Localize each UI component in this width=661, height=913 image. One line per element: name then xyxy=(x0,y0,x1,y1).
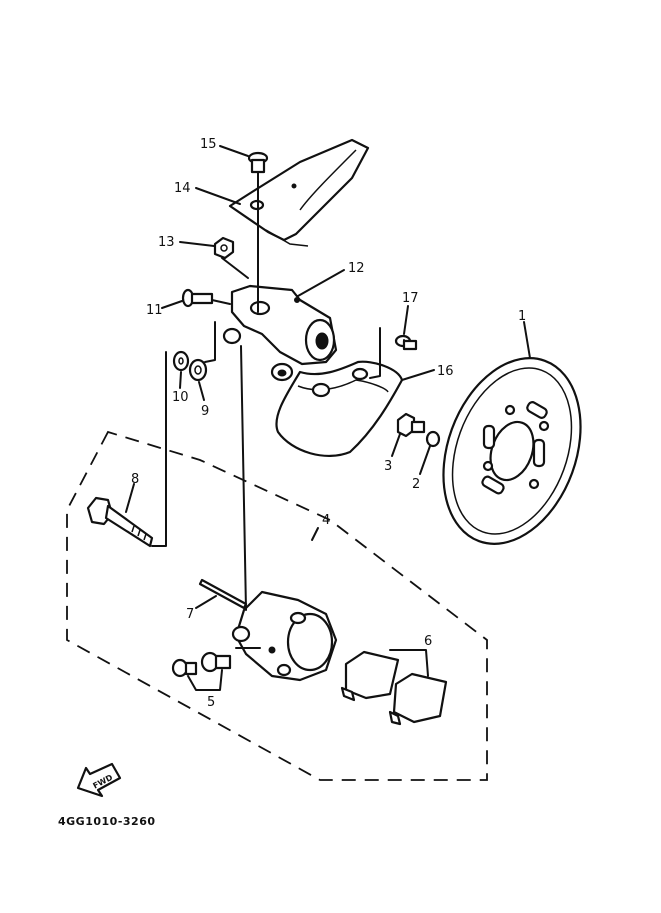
callout-16: 16 xyxy=(401,364,454,381)
callout-group: 1 2 3 4 5 6 7 8 xyxy=(125,137,531,710)
disc-guard xyxy=(275,360,404,457)
callout-10: 10 xyxy=(172,371,189,405)
callout-label-5: 5 xyxy=(207,695,215,710)
callout-17: 17 xyxy=(402,291,419,335)
washer-2 xyxy=(425,430,441,448)
callout-label-3: 3 xyxy=(384,459,392,474)
callout-3: 3 xyxy=(384,433,401,474)
callout-4: 4 xyxy=(311,513,330,541)
callout-15: 15 xyxy=(200,137,249,157)
callout-label-11: 11 xyxy=(146,303,163,318)
bolt-15 xyxy=(247,151,269,174)
callout-label-9: 9 xyxy=(201,404,209,419)
callout-label-7: 7 xyxy=(186,607,194,622)
bolt-17 xyxy=(394,334,418,351)
callout-label-1: 1 xyxy=(518,309,526,324)
callout-6: 6 xyxy=(389,634,432,677)
bolt-3 xyxy=(396,412,426,438)
washer-9 xyxy=(188,358,208,382)
callout-label-14: 14 xyxy=(174,181,191,196)
bolt-11 xyxy=(181,288,214,308)
pin-7 xyxy=(198,578,248,610)
bleed-screw-5 xyxy=(171,651,232,678)
fwd-arrow: FWD xyxy=(76,762,122,798)
caliper-body xyxy=(231,590,338,682)
leader-lines xyxy=(151,171,405,649)
callout-label-10: 10 xyxy=(172,390,189,405)
callout-11: 11 xyxy=(146,300,183,318)
callout-label-13: 13 xyxy=(158,235,175,250)
hose-guide xyxy=(228,138,370,247)
brake-disc xyxy=(442,357,582,545)
callout-label-2: 2 xyxy=(412,477,420,492)
callout-9: 9 xyxy=(198,381,209,419)
diagram-code: 4GG1010-3260 xyxy=(58,815,156,828)
callout-5: 5 xyxy=(187,669,223,710)
brake-pads xyxy=(340,650,448,726)
callout-12: 12 xyxy=(297,261,365,297)
callout-2: 2 xyxy=(412,445,431,492)
callout-label-12: 12 xyxy=(348,261,365,276)
callout-label-6: 6 xyxy=(424,634,432,649)
callout-13: 13 xyxy=(158,235,215,250)
callout-label-15: 15 xyxy=(200,137,217,152)
callout-14: 14 xyxy=(174,181,241,205)
nut-13 xyxy=(213,236,235,260)
callout-label-17: 17 xyxy=(402,291,419,306)
washer-10 xyxy=(172,350,190,372)
callout-label-16: 16 xyxy=(437,364,454,379)
callout-7: 7 xyxy=(186,595,217,622)
caliper-bolt-8 xyxy=(86,496,154,548)
callout-label-8: 8 xyxy=(131,472,139,487)
callout-8: 8 xyxy=(125,472,139,513)
callout-1: 1 xyxy=(518,309,531,359)
callout-label-4: 4 xyxy=(322,513,330,528)
